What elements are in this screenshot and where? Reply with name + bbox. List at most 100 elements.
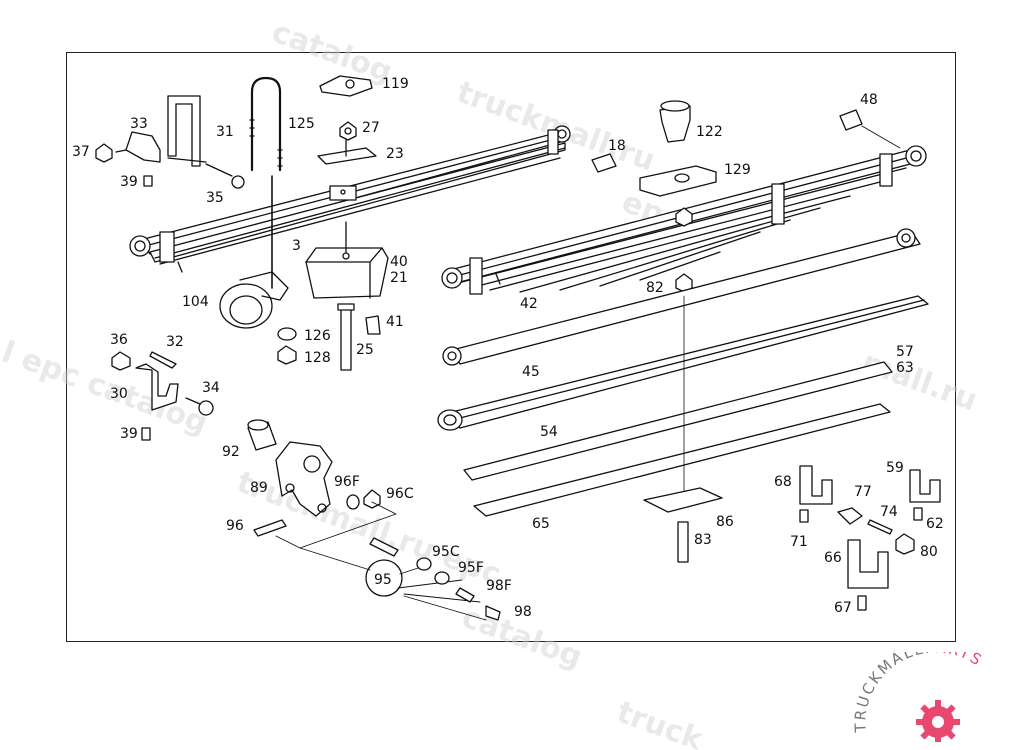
part-36-nut: [111, 351, 131, 371]
callout-label: 95F: [458, 560, 484, 576]
logo-text-parts: PARTS: [924, 652, 986, 670]
callout-label: 89: [250, 480, 268, 496]
part-122-buffer: [659, 100, 691, 143]
part-32-pin: [149, 351, 177, 369]
callout-labels: 119 125 27 23 33 31 37 39 35 3 40 21 104…: [72, 76, 944, 620]
part-80-nut: [895, 533, 915, 555]
callout-label: 57: [896, 344, 914, 360]
callout-label: 96C: [386, 486, 414, 502]
callout-label: 128: [304, 350, 331, 366]
diagram-frame: [66, 52, 956, 642]
callout-label: 35: [206, 190, 224, 206]
part-62-bolt: [913, 507, 923, 521]
part-98-fitting: [485, 605, 501, 621]
callout-label: 95C: [432, 544, 460, 560]
callout-label: 21: [390, 270, 408, 286]
part-27-nut: [339, 121, 357, 141]
part-74-pin: [867, 519, 893, 535]
callout-label: 3: [292, 238, 301, 254]
part-30-bracket: [135, 363, 179, 411]
callout-label: 82: [646, 280, 664, 296]
callout-label: 71: [790, 534, 808, 550]
part-18-bushing: [591, 153, 617, 173]
watermark-text: l epc catalog: [0, 335, 212, 442]
callout-label: 39: [120, 426, 138, 442]
left-leaf-spring: [129, 125, 571, 273]
logo-text-truckmall: TRUCKMALL: [851, 652, 926, 734]
callout-label: 67: [834, 600, 852, 616]
callout-label: 80: [920, 544, 938, 560]
part-48-bushing: [839, 109, 863, 131]
callout-label: 92: [222, 444, 240, 460]
part-41-bushing: [365, 315, 381, 335]
callout-label: 83: [694, 532, 712, 548]
callout-label: 104: [182, 294, 209, 310]
watermark-text: catalog: [267, 15, 396, 91]
part-34-bolt: [185, 397, 201, 405]
part-95C-washer: [416, 557, 432, 571]
truckmall-parts-logo: TRUCKMALLPARTS: [851, 652, 986, 742]
callout-label: 30: [110, 386, 128, 402]
callout-label: 98: [514, 604, 532, 620]
gear-icon: [916, 700, 960, 742]
callout-label: 34: [202, 380, 220, 396]
part-104-spring-seat: [219, 271, 289, 329]
part-96F-washer: [346, 494, 360, 510]
callout-label: 45: [522, 364, 540, 380]
callout-label: 59: [886, 460, 904, 476]
callout-label: 54: [540, 424, 558, 440]
part-98F-fitting: [455, 587, 475, 603]
callout-label: 39: [120, 174, 138, 190]
callout-label: 125: [288, 116, 315, 132]
part-95-group-marker: [365, 559, 403, 597]
callout-label: 62: [926, 516, 944, 532]
callout-label: 37: [72, 144, 90, 160]
callout-label: 95: [374, 572, 392, 588]
callout-label: 119: [382, 76, 409, 92]
watermark-text: truck: [612, 695, 708, 750]
part-96-bolt: [253, 519, 287, 537]
callout-label: 96F: [334, 474, 360, 490]
callout-label: 65: [532, 516, 550, 532]
part-86-plate: [643, 487, 723, 513]
callout-label: 96: [226, 518, 244, 534]
part-31-clamp: [167, 95, 201, 167]
callout-label: 31: [216, 124, 234, 140]
callout-label: 41: [386, 314, 404, 330]
part-25-bolt: [340, 307, 352, 371]
callout-label: 40: [390, 254, 408, 270]
part-3-spacer-block: [305, 221, 389, 299]
part-65-leaf: [473, 403, 891, 517]
part-66-bracket: [847, 539, 889, 589]
part-67-bolt: [857, 595, 867, 611]
part-39-bolt-lower: [141, 427, 151, 441]
part-37-nut: [95, 143, 113, 163]
callout-label: 77: [854, 484, 872, 500]
callout-label: 25: [356, 342, 374, 358]
part-77-bolt: [837, 507, 863, 525]
part-125-u-bolt: [249, 76, 283, 289]
callout-label: 23: [386, 146, 404, 162]
part-39-bolt: [143, 175, 153, 187]
callout-label: 36: [110, 332, 128, 348]
callout-label: 122: [696, 124, 723, 140]
part-57-63-leaf: [463, 361, 893, 481]
callout-label: 63: [896, 360, 914, 376]
callout-label: 66: [824, 550, 842, 566]
part-54-leaf: [437, 295, 929, 431]
part-68-bracket: [799, 465, 833, 505]
part-83-bolt: [677, 521, 689, 563]
callout-label: 68: [774, 474, 792, 490]
callout-label: 27: [362, 120, 380, 136]
part-59-bracket: [909, 469, 941, 503]
part-23-plate: [317, 147, 377, 165]
callout-label: 129: [724, 162, 751, 178]
callout-label: 48: [860, 92, 878, 108]
callout-label: 33: [130, 116, 148, 132]
part-95F-washer: [434, 571, 450, 585]
callout-label: 18: [608, 138, 626, 154]
part-128-nut: [277, 345, 297, 365]
part-45-leaf: [442, 228, 921, 366]
